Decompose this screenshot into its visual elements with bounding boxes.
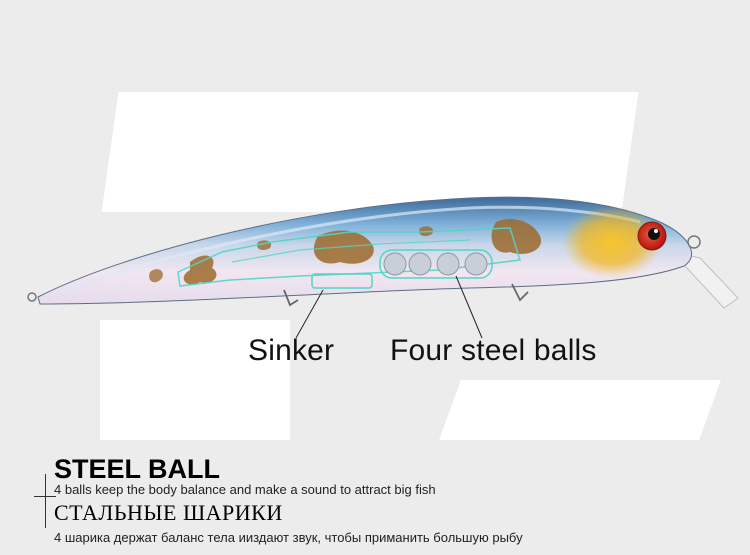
background-shape-left [100,320,290,440]
caption-title-en: STEEL BALL [54,454,221,484]
caption-title-ru: СТАЛЬНЫЕ ШАРИКИ [54,500,283,525]
caption-desc-ru: 4 шарика держат баланс тела ииздают звук… [54,530,523,545]
callout-steel-balls: Four steel balls [390,334,597,367]
callout-sinker: Sinker [248,334,335,367]
crosshair-vertical-line [45,474,46,528]
caption-desc-en: 4 balls keep the body balance and make a… [54,482,436,497]
